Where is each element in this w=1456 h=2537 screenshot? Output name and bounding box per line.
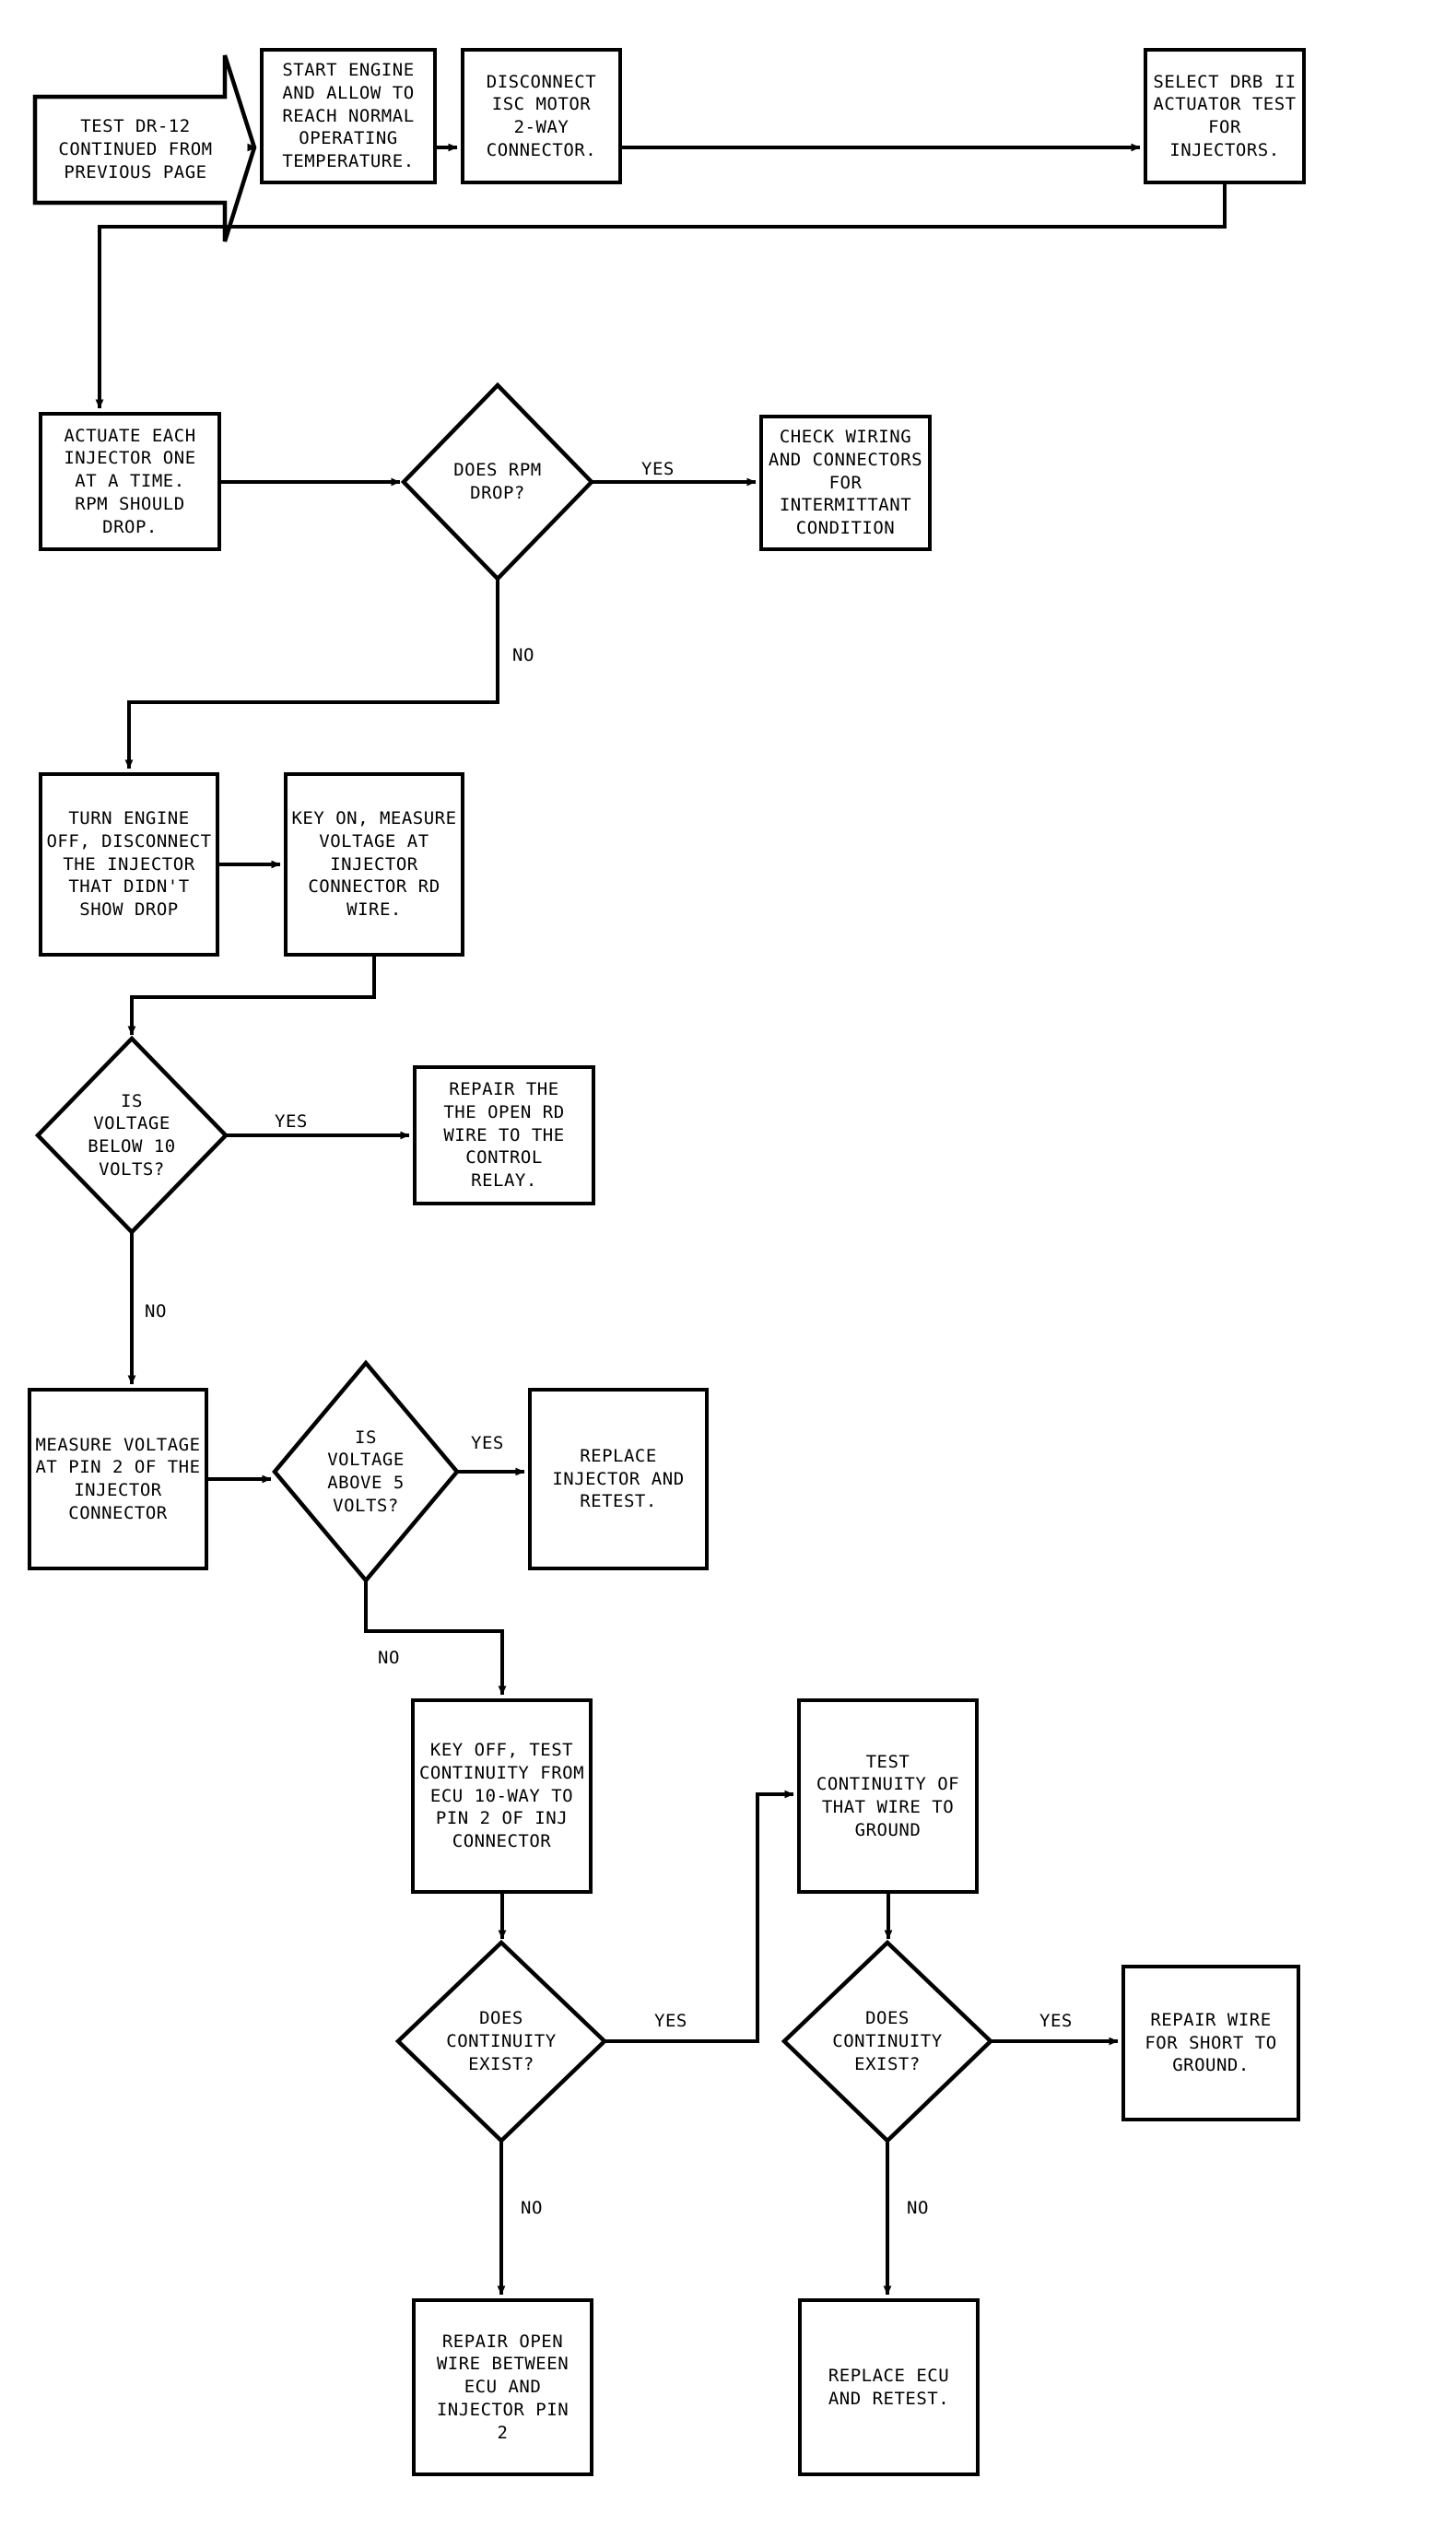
edge-label-no-rpm-drop: NO [512,645,534,665]
edge-label-no-voltage-below-10: NO [145,1301,167,1321]
edge-label-yes-voltage-below-10: YES [275,1111,308,1132]
edge-label-no-continuity-2: NO [907,2198,929,2218]
edge-label-no-voltage-above-5: NO [378,1648,400,1668]
decision-shape-n17 [394,1939,608,2144]
decision-shape-n18 [781,1939,994,2144]
edge-label-yes-rpm-drop: YES [641,459,675,479]
decision-shape-n10 [34,1035,229,1236]
decision-shape-n6 [400,382,595,582]
edge-label-yes-voltage-above-5: YES [471,1433,504,1453]
edge-label-yes-continuity-2: YES [1039,2011,1073,2031]
flag-shape-n1 [32,54,257,242]
edge-label-no-continuity-1: NO [521,2198,543,2218]
decision-shape-n13 [272,1359,460,1584]
edge-label-yes-continuity-1: YES [654,2011,687,2031]
